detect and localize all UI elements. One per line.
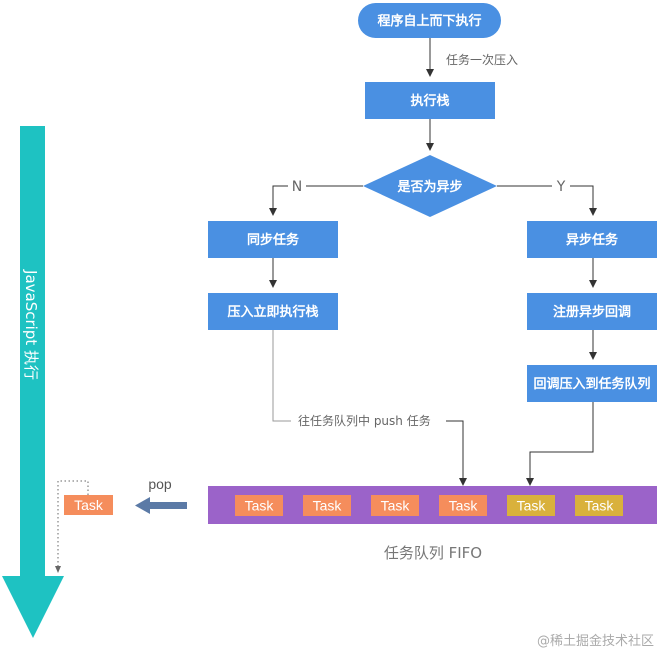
start-node: 程序自上而下执行 — [358, 3, 501, 38]
no-label: N — [292, 179, 302, 195]
queue-task-box — [235, 495, 283, 516]
queue-task-box — [507, 495, 555, 516]
popped-task-box — [64, 495, 113, 515]
queue-task-label: Task — [449, 498, 479, 514]
js-execution-arrow: JavaScript 执行 — [2, 126, 64, 638]
pop-arrow — [135, 497, 187, 514]
yes-label: Y — [556, 179, 566, 195]
js-arrow-shaft — [20, 126, 45, 576]
yes-label-bg — [552, 177, 570, 195]
edge-cb-to-queue — [526, 402, 594, 486]
queue-task-label: Task — [245, 498, 275, 514]
push-queue-label: 往任务队列中 push 任务 — [298, 413, 431, 428]
queue-task-box — [439, 495, 487, 516]
cb-push-queue-node: 回调压入到任务队列 — [527, 365, 657, 402]
cb-push-queue-box — [527, 365, 657, 402]
decision-diamond — [363, 155, 497, 217]
start-label: 程序自上而下执行 — [377, 13, 481, 29]
task-queue: Task Task Task Task Task Task — [208, 486, 657, 524]
decision-node: 是否为异步 — [363, 155, 497, 217]
edge-decision-yes — [497, 185, 597, 216]
task-queue-label: 任务队列 FIFO — [384, 544, 482, 562]
edge-push-to-queue-b — [446, 420, 467, 486]
no-label-bg — [288, 177, 306, 195]
async-task-label: 异步任务 — [566, 232, 619, 248]
popped-task-dotted-path — [57, 480, 89, 568]
watermark: @稀土掘金技术社区 — [537, 633, 654, 649]
push-stack-node: 压入立即执行栈 — [208, 293, 338, 330]
async-task-node: 异步任务 — [527, 221, 657, 258]
popped-task-dotted-arrowhead — [55, 566, 61, 573]
queue-task-label: Task — [517, 498, 547, 514]
pop-arrow-head — [135, 497, 150, 514]
sync-task-node: 同步任务 — [208, 221, 338, 258]
queue-task-label: Task — [381, 498, 411, 514]
queue-task-box — [303, 495, 351, 516]
start-pill — [358, 3, 501, 38]
queue-task-label: Task — [585, 498, 615, 514]
register-cb-node: 注册异步回调 — [527, 293, 657, 330]
decision-label: 是否为异步 — [396, 179, 462, 195]
register-cb-box — [527, 293, 657, 330]
task-queue-items: Task Task Task Task Task Task — [235, 495, 623, 516]
async-task-box — [527, 221, 657, 258]
cb-push-queue-label: 回调压入到任务队列 — [533, 376, 650, 392]
stack-label: 执行栈 — [410, 93, 449, 109]
pop-label: pop — [148, 476, 172, 492]
js-arrow-head — [2, 576, 64, 638]
queue-task-box — [371, 495, 419, 516]
push-label: 任务一次压入 — [446, 52, 518, 67]
js-exec-label: JavaScript 执行 — [22, 269, 40, 380]
sync-task-box — [208, 221, 338, 258]
register-cb-label: 注册异步回调 — [553, 304, 631, 320]
popped-task: Task — [64, 495, 113, 515]
pop-arrow-shaft — [147, 502, 187, 509]
sync-task-label: 同步任务 — [247, 232, 300, 248]
push-stack-label: 压入立即执行栈 — [227, 304, 318, 320]
stack-node: 执行栈 — [365, 82, 495, 119]
edge-decision-no — [269, 185, 363, 216]
popped-task-label: Task — [74, 497, 104, 513]
stack-box — [365, 82, 495, 119]
push-stack-box — [208, 293, 338, 330]
queue-task-box — [575, 495, 623, 516]
queue-task-label: Task — [313, 498, 343, 514]
edge-push-to-queue-a — [272, 330, 291, 422]
